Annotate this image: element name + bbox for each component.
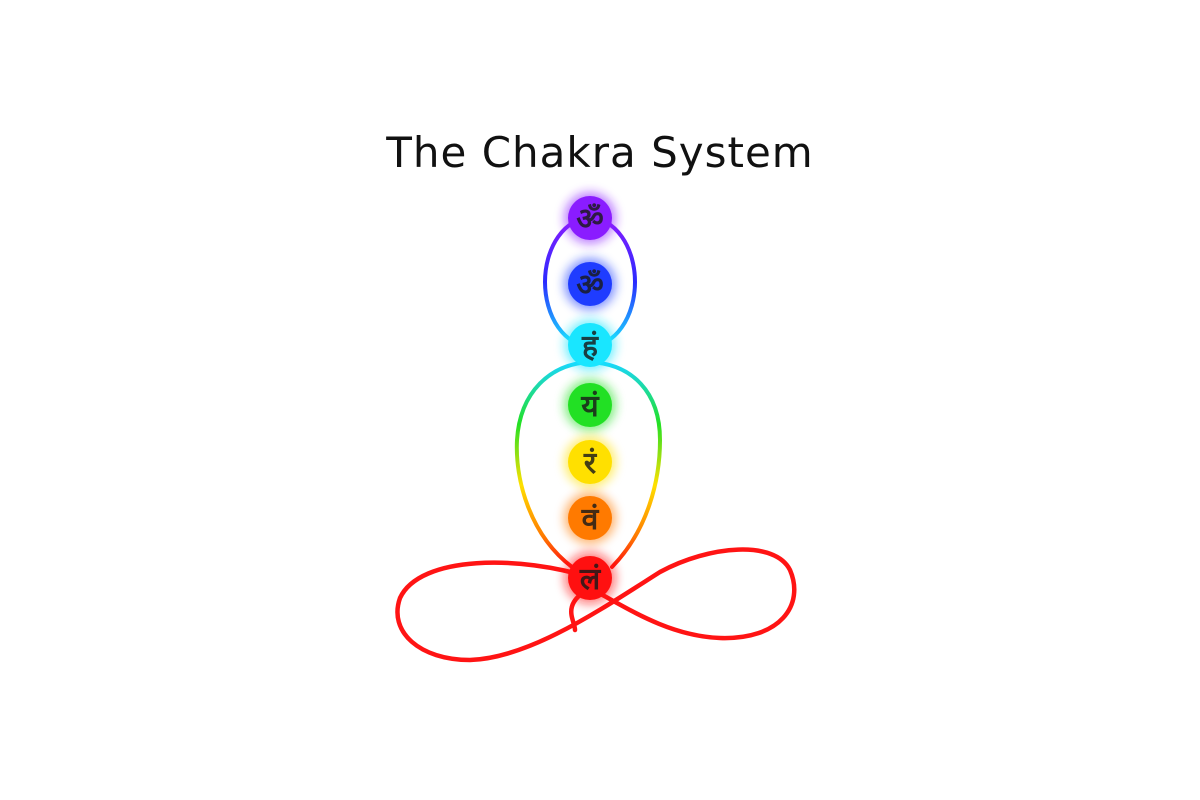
chakra-syllable: लं [579,562,602,597]
chakra-disc [568,323,612,367]
chakra-disc [568,556,612,600]
chakra-disc [568,383,612,427]
chakra-column: ॐॐ हं यं रं वं लं [564,192,616,604]
chakra-sacral: वं [564,492,616,544]
chakra-throat: हं [564,319,616,371]
chakra-syllable: ॐ [576,202,603,237]
chakra-disc [568,262,612,306]
page-title: The Chakra System [386,128,814,177]
chakra-disc [568,440,612,484]
chakra-third-eye: ॐ [564,258,616,310]
chakra-syllable: वं [581,502,600,537]
chakra-syllable: ॐ [576,268,603,303]
infinity-legs [395,547,797,663]
chakra-disc [568,496,612,540]
chakra-syllable: हं [581,329,599,364]
chakra-root: लं [564,552,616,604]
chakra-disc [568,196,612,240]
chakra-crown: ॐ [564,192,616,244]
chakra-solar-plexus: रं [564,436,616,488]
chakra-syllable: रं [583,446,598,481]
chakra-syllable: यं [580,389,600,424]
chakra-heart: यं [564,379,616,431]
